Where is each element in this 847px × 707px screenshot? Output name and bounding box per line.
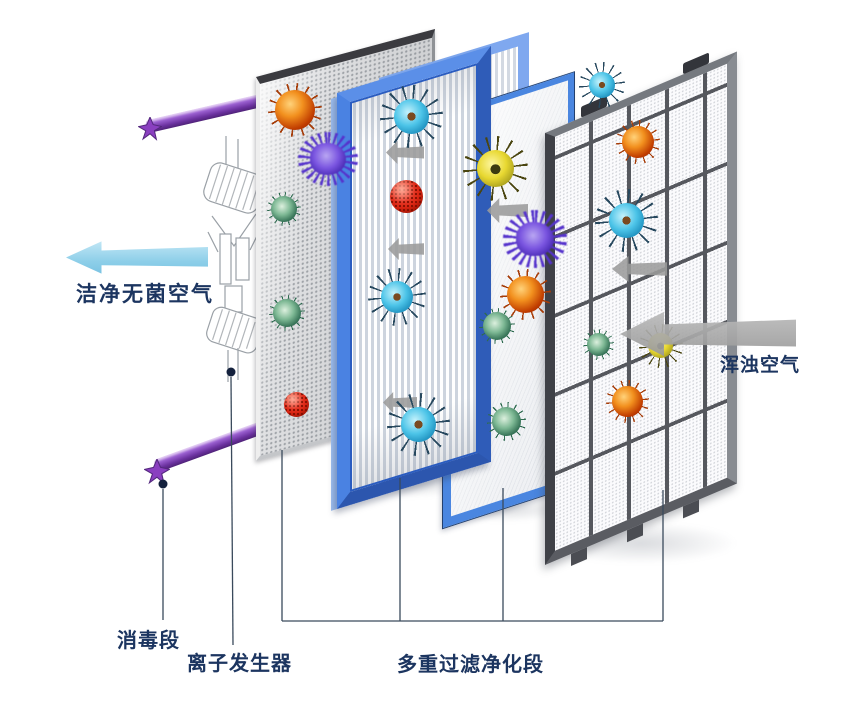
uv-lamp-tube-top <box>145 93 265 134</box>
uv-lamp-tube-bottom <box>153 420 267 473</box>
panel-foot <box>683 499 699 519</box>
virus-teal-icon <box>583 329 614 360</box>
virus-cyan-icon <box>380 85 443 148</box>
virus-teal-icon <box>266 191 302 227</box>
multi-filtration-label: 多重过滤净化段 <box>397 652 544 676</box>
ion-generator-device <box>203 136 265 382</box>
virus-orange-icon <box>267 82 323 138</box>
virus-cyan-icon <box>368 268 426 326</box>
clean-air-arrow-icon <box>66 241 208 274</box>
virus-teal-icon <box>268 294 306 332</box>
virus-orange-icon <box>606 380 649 423</box>
virus-cyan-icon <box>595 189 658 252</box>
uv-tube-star-cap-icon <box>138 117 162 141</box>
virus-cyan-icon <box>387 393 450 456</box>
virus-purple-fuzzy-icon <box>297 132 359 186</box>
ion-generator-label: 离子发生器 <box>187 651 292 675</box>
clean-air-label: 洁净无菌空气 <box>76 282 214 306</box>
virus-purple-fuzzy-icon <box>503 210 567 268</box>
virus-red-sphere-icon <box>390 180 423 213</box>
virus-orange-icon <box>500 269 551 320</box>
virus-teal-icon <box>487 402 526 441</box>
turbid-air-label: 浑浊空气 <box>720 354 801 376</box>
virus-cyan-icon <box>578 61 626 109</box>
virus-teal-icon <box>478 307 516 345</box>
disinfection-section-label: 消毒段 <box>117 628 180 652</box>
virus-yellow-icon <box>462 135 529 202</box>
panel-clip-handle <box>683 52 709 75</box>
uv-tube-star-cap-icon <box>144 459 170 485</box>
virus-orange-icon <box>616 120 660 164</box>
virus-red-sphere-icon <box>284 392 309 417</box>
